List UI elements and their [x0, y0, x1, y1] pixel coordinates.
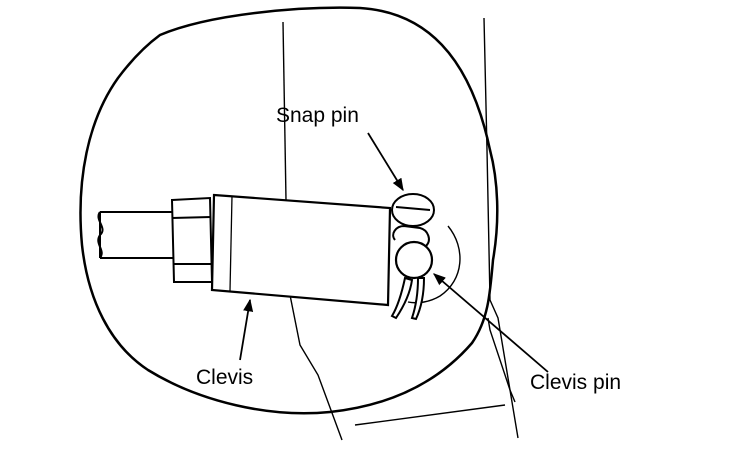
clevis-pin-leader — [433, 273, 549, 373]
snap-pin-label: Snap pin — [276, 104, 359, 127]
clevis-label: Clevis — [196, 366, 253, 389]
push-rod — [97, 211, 178, 259]
clevis-leader — [239, 298, 254, 361]
pedal-arm-left-edge — [282, 21, 287, 201]
clevis-pin-label: Clevis pin — [530, 371, 621, 394]
pedal-arm-right-edge — [483, 17, 519, 439]
snap-pin-leader — [367, 132, 404, 192]
background-lines — [282, 17, 519, 441]
clevis-body — [210, 193, 392, 307]
clevis-pin — [394, 240, 434, 280]
bracket-line-right — [487, 317, 516, 403]
bracket-line-left — [289, 294, 343, 441]
lock-nut — [170, 196, 214, 283]
bracket-bottom-line — [354, 404, 506, 426]
detail-outline — [79, 6, 499, 415]
snap-pin — [390, 193, 435, 321]
